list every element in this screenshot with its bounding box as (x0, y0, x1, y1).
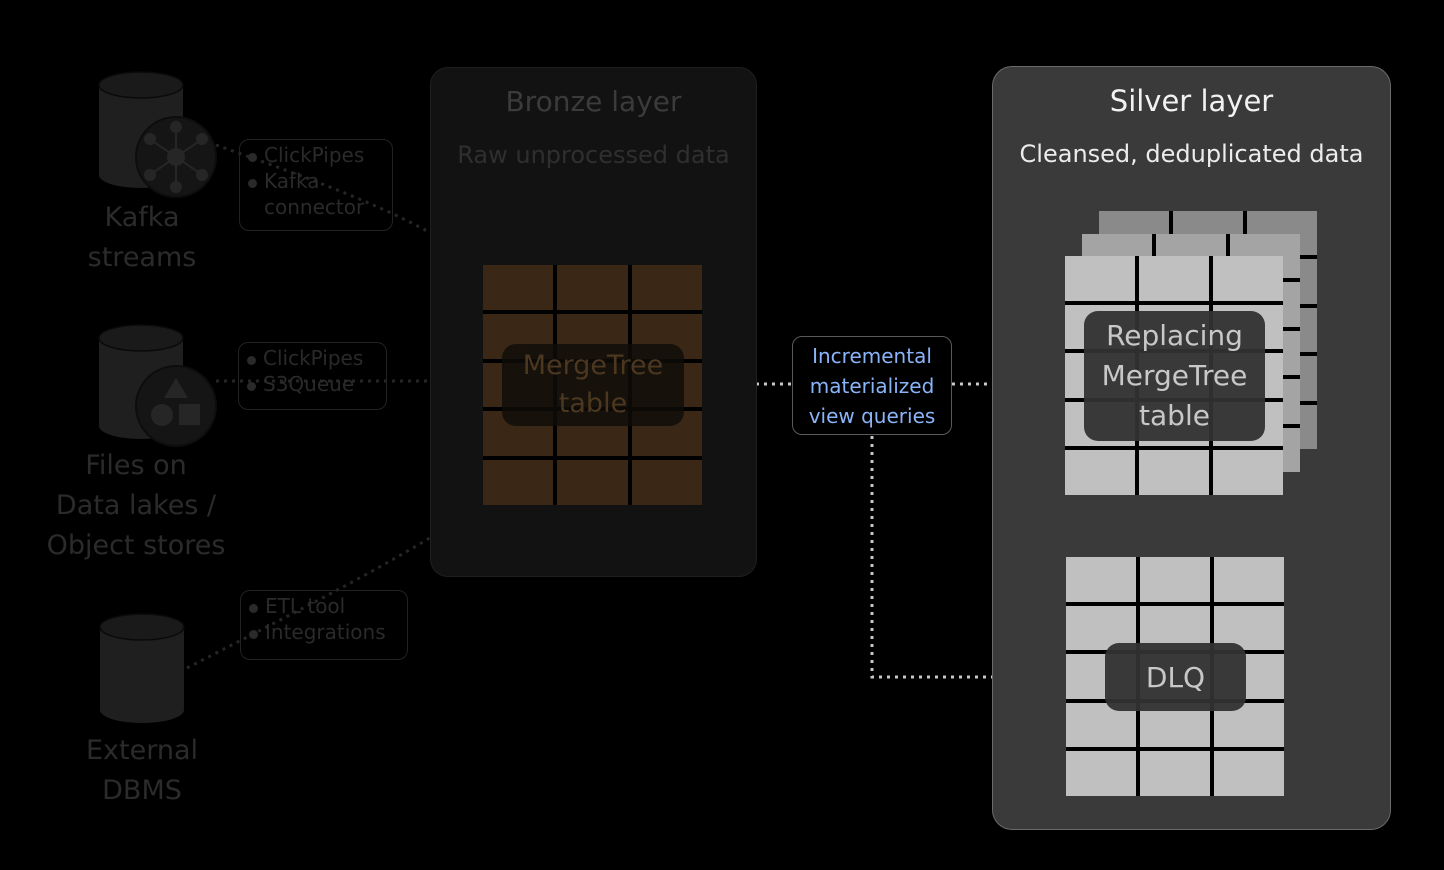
bronze-layer-subtitle: Raw unprocessed data (457, 141, 730, 169)
table-cell (1214, 557, 1284, 602)
dlq-label: DLQ (1105, 643, 1246, 711)
source-files-line-3: Object stores (46, 530, 226, 561)
method-label-line: connector (264, 195, 365, 219)
dbms-methods-box: ETL tool Integrations (240, 590, 408, 660)
table-cell (1139, 450, 1209, 495)
silver-layer-title: Silver layer (1109, 84, 1274, 118)
dlq-table (1066, 557, 1284, 796)
bullet-icon (248, 153, 257, 162)
mv-to-dlq-line (870, 436, 1048, 679)
table-cell (1066, 751, 1136, 796)
method-item: ClickPipes (248, 142, 384, 168)
source-files-line-1: Files on (85, 450, 187, 481)
table-cell (1139, 256, 1209, 301)
mv-label-line: materialized (809, 374, 935, 398)
method-item: Integrations (249, 619, 399, 645)
files-methods-box: ClickPipes S3Queue (238, 342, 387, 410)
method-label: ClickPipes (264, 143, 365, 167)
method-label: ETL tool (265, 594, 346, 618)
replacing-table-label: Replacing MergeTree table (1084, 311, 1265, 441)
bullet-icon (247, 356, 256, 365)
table-cell (1140, 557, 1210, 602)
mv-label-line: view queries (808, 404, 936, 428)
replacing-table-label-line: MergeTree (1101, 359, 1248, 392)
bronze-table-label-line: MergeTree (522, 350, 664, 381)
replacing-table-label-line: table (1139, 399, 1210, 432)
replacing-table-label-line: Replacing (1106, 319, 1243, 352)
table-cell (1066, 605, 1136, 651)
table-cell (1214, 751, 1284, 796)
source-dbms-line-2: DBMS (102, 775, 182, 806)
external-database-icon (99, 613, 185, 723)
source-dbms-line-1: External (85, 735, 199, 766)
bullet-icon (248, 179, 257, 188)
table-cell (1065, 256, 1135, 301)
table-cell (631, 460, 702, 505)
source-kafka-line-2: streams (87, 242, 197, 273)
bronze-table-label: MergeTree table (502, 344, 684, 426)
source-files-label: Files on Data lakes / Object stores (26, 446, 246, 566)
method-label: Integrations (265, 620, 386, 644)
mv-label-line: Incremental (812, 344, 932, 368)
method-item: ETL tool (249, 593, 399, 619)
table-cell (557, 460, 628, 505)
materialized-view-box: Incremental materialized view queries (792, 336, 952, 435)
silver-layer-subtitle: Cleansed, deduplicated data (1019, 140, 1364, 168)
kafka-network-icon (135, 116, 217, 198)
table-cell (1214, 605, 1284, 651)
table-cell (1140, 605, 1210, 651)
bullet-icon (249, 630, 258, 639)
table-cell (631, 265, 702, 310)
shapes-icon (135, 365, 217, 447)
method-label-line: Kafka (264, 169, 320, 193)
table-cell (1140, 751, 1210, 796)
method-item: ClickPipes (247, 345, 378, 371)
method-label: ClickPipes (263, 346, 364, 370)
table-cell (1213, 450, 1283, 495)
bronze-layer-title: Bronze layer (505, 85, 682, 118)
source-kafka-line-1: Kafka (104, 202, 180, 233)
source-dbms-label: External DBMS (62, 731, 222, 811)
table-cell (483, 460, 554, 505)
bullet-icon (247, 382, 256, 391)
method-item: S3Queue (247, 371, 378, 397)
table-cell (483, 265, 554, 310)
table-cell (557, 265, 628, 310)
bullet-icon (249, 604, 258, 613)
source-files-line-2: Data lakes / (55, 490, 217, 521)
table-cell (1065, 450, 1135, 495)
source-kafka-label: Kafka streams (62, 198, 222, 278)
table-cell (1066, 557, 1136, 602)
table-cell (1213, 256, 1283, 301)
method-label: S3Queue (263, 372, 355, 396)
bronze-table-label-line: table (558, 388, 628, 419)
